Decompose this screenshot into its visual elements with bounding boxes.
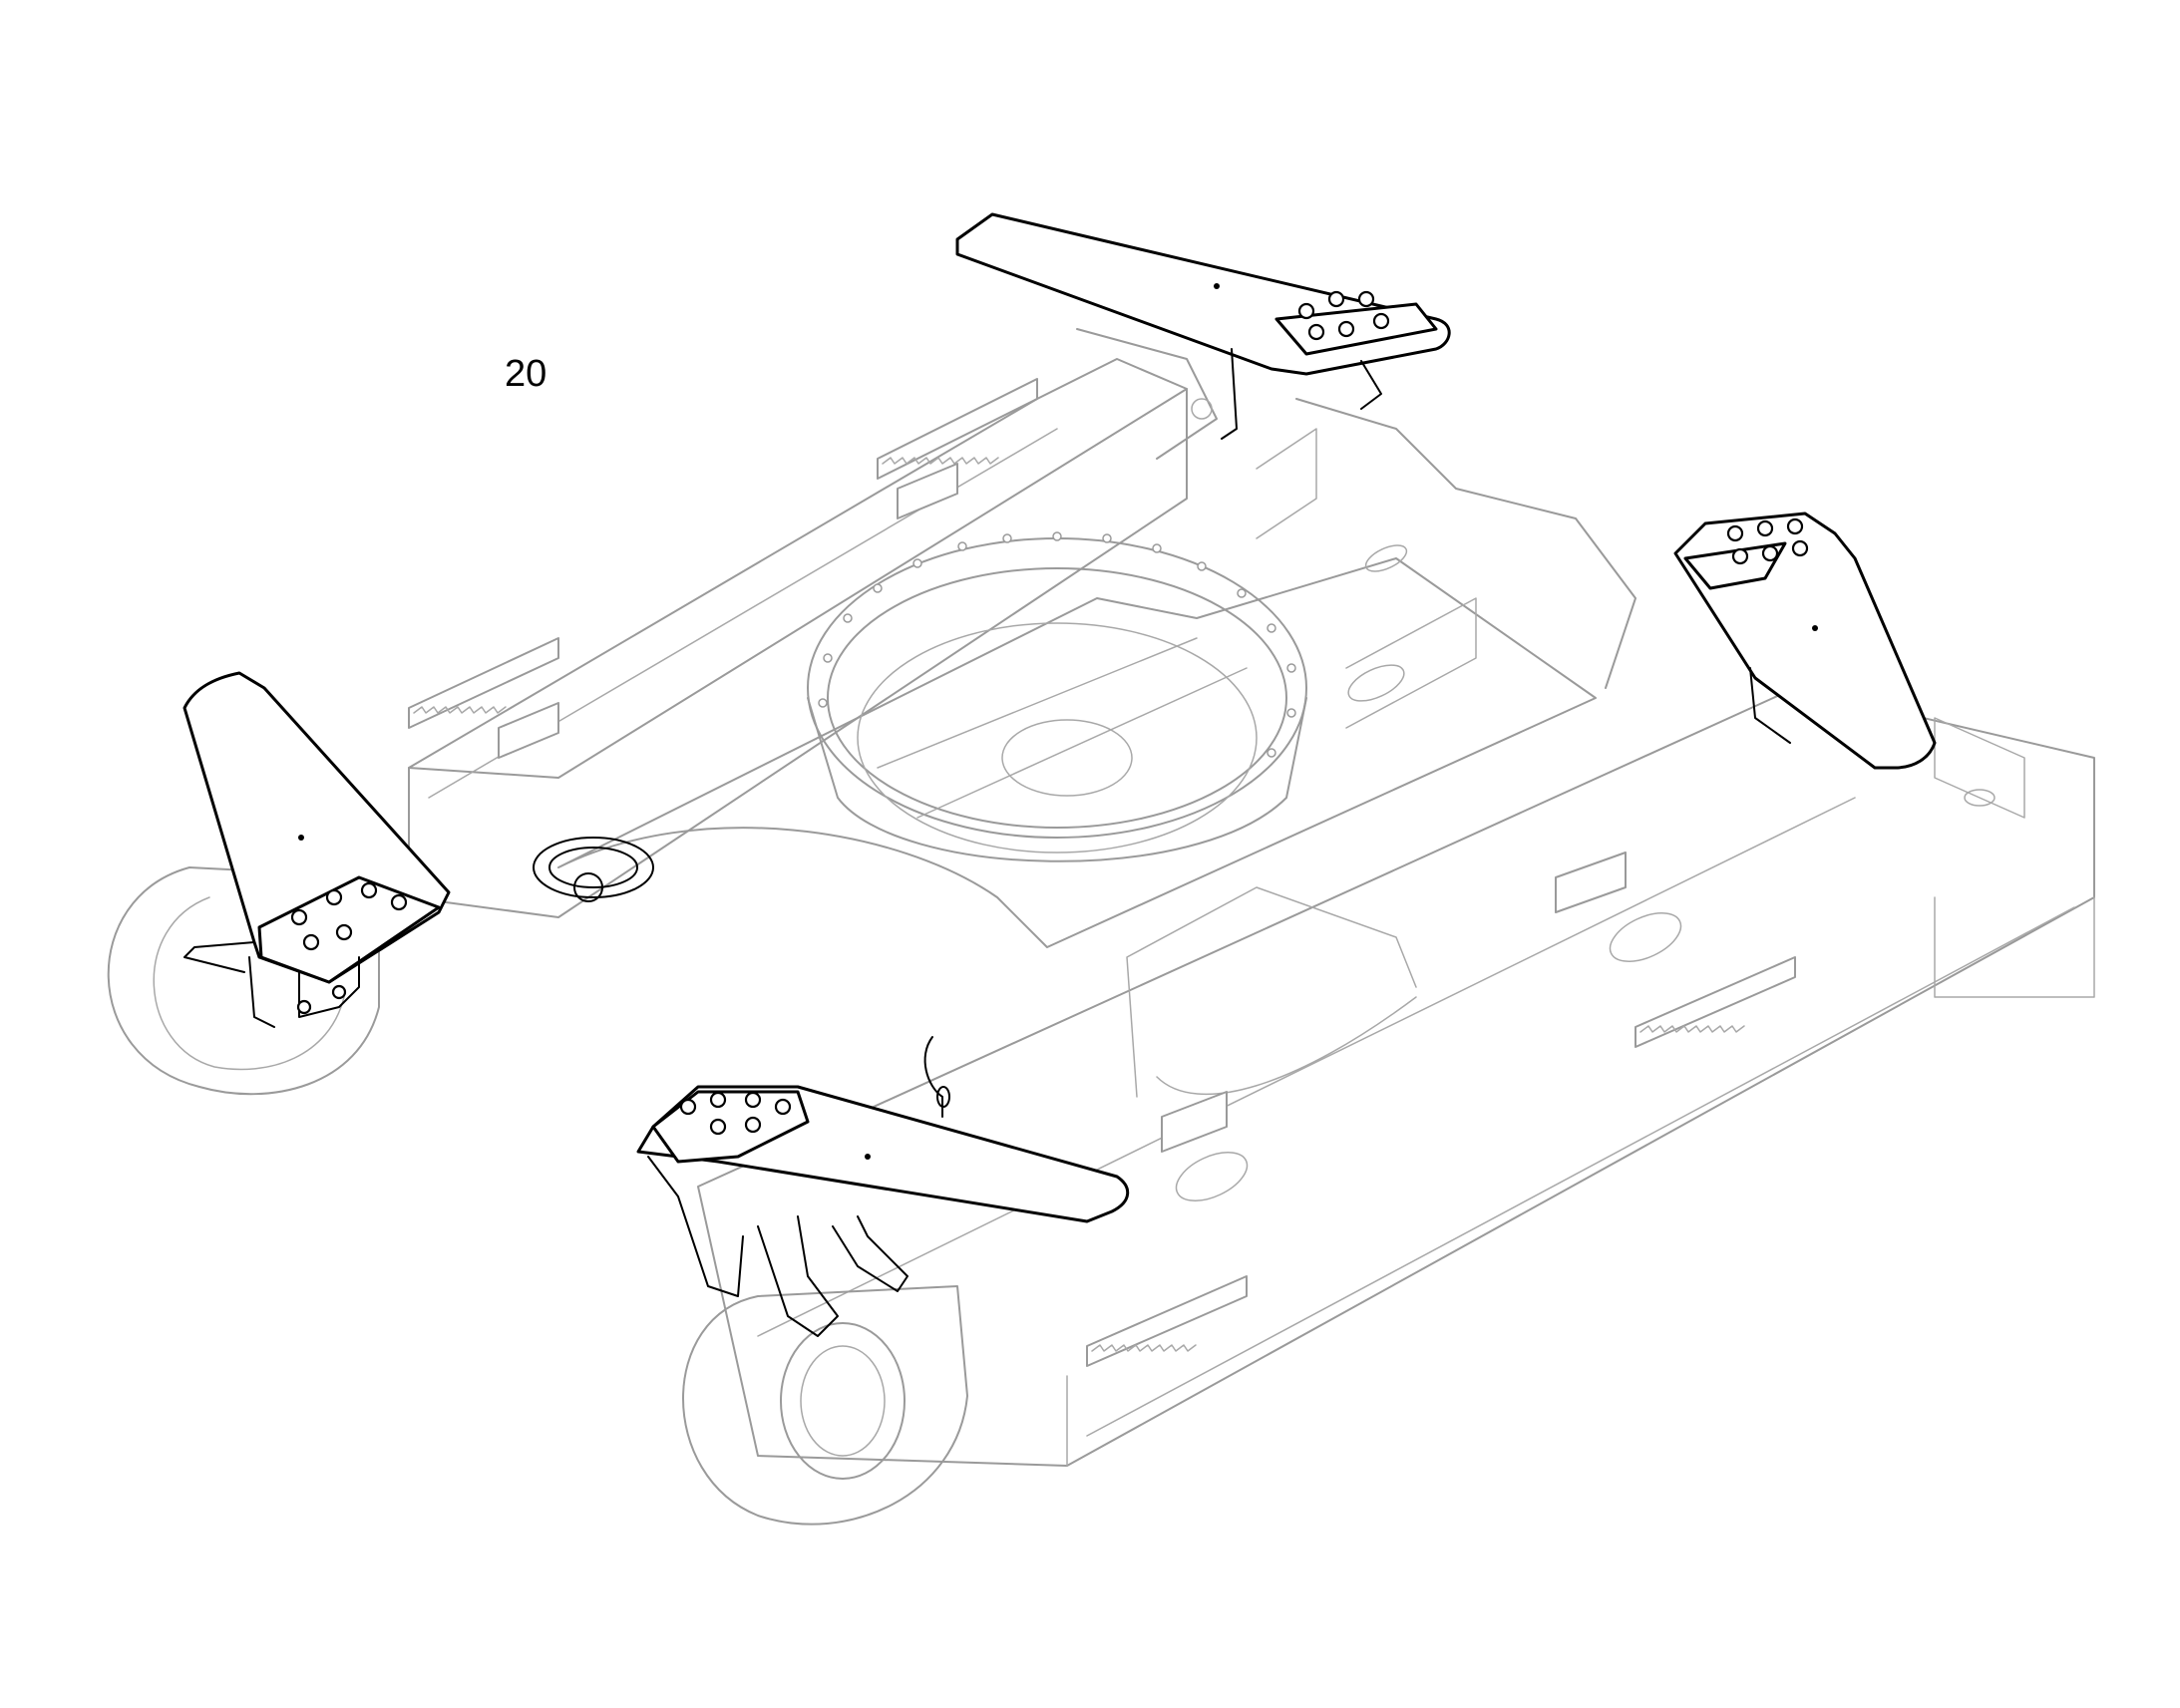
slewing-ring-holes: [818, 531, 1296, 758]
track-guide-left: [182, 671, 451, 1028]
lifting-eye: [533, 837, 654, 902]
track-guide-front: [636, 1085, 1130, 1337]
track-guide-top: [955, 212, 1451, 440]
callout-label: 20: [505, 353, 547, 395]
track-guide-right: [1673, 512, 1937, 770]
